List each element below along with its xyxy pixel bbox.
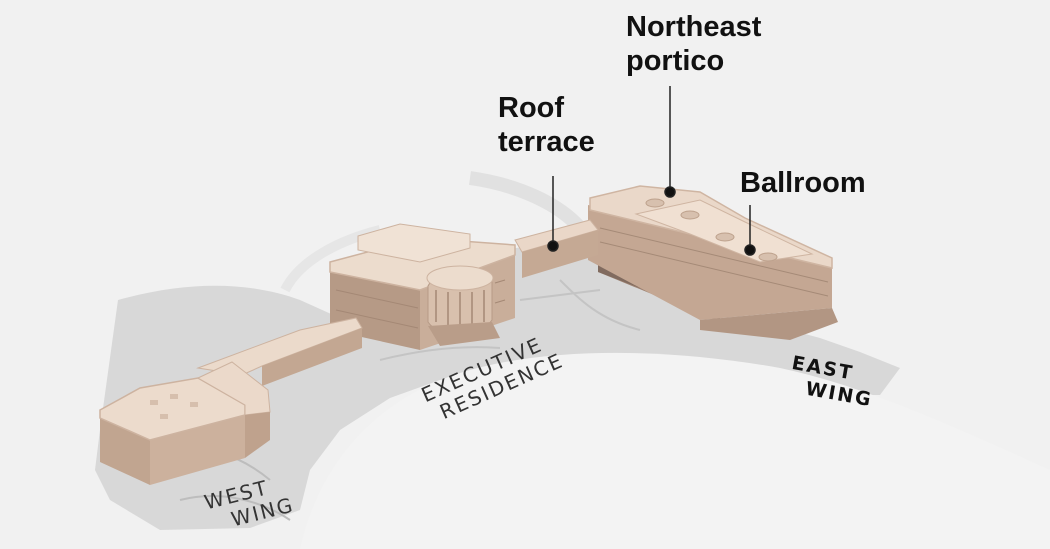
roof-unit (170, 394, 178, 399)
northeast-portico-label: Northeast portico (626, 10, 761, 78)
northeast-portico-dot (664, 186, 676, 198)
ballroom-dot (744, 244, 756, 256)
roof-unit (190, 402, 198, 407)
northeast-portico-label-line1: Northeast (626, 11, 762, 43)
skylight (680, 210, 700, 220)
east-wing-skylights (645, 198, 778, 262)
west-wing-building (99, 361, 271, 485)
roof-terrace-label: Roof terrace (498, 91, 595, 159)
east-wing-roof-upper (634, 199, 814, 263)
skylight (715, 232, 735, 242)
north-lawn-edge (469, 171, 586, 233)
west-colonnade-wall (262, 328, 362, 386)
ballroom-label: Ballroom (740, 166, 866, 200)
roof-terrace-dot (547, 240, 559, 252)
east-colonnade-wall (522, 230, 598, 278)
west-wing-annex-wall (245, 412, 270, 458)
south-steps (428, 322, 500, 346)
residence-windows (335, 279, 506, 329)
east-wing-window-band (599, 227, 829, 297)
east-wing-front-wall (588, 205, 832, 320)
south-lawn (300, 352, 1050, 549)
residence-roof-top (357, 223, 471, 263)
roof-terrace-label-line1: Roof (498, 92, 565, 124)
portico-columns (435, 290, 485, 330)
west-wing-roof-units (150, 394, 198, 419)
roof-unit (160, 414, 168, 419)
roof-unit (150, 400, 158, 405)
garden-paths (379, 279, 641, 361)
west-wing-side-wall (150, 415, 245, 485)
leader-lines (547, 86, 756, 256)
portico-roof (426, 265, 494, 291)
skylight (645, 198, 665, 208)
east-wing-building (588, 185, 838, 340)
northeast-portico-label-line2: portico (626, 45, 725, 77)
east-colonnade (514, 219, 599, 278)
roof-terrace-label-line2: terrace (498, 126, 595, 158)
east-wing-end-wall (700, 308, 838, 340)
skylight (758, 252, 778, 262)
ballroom-label-line1: Ballroom (740, 167, 866, 199)
